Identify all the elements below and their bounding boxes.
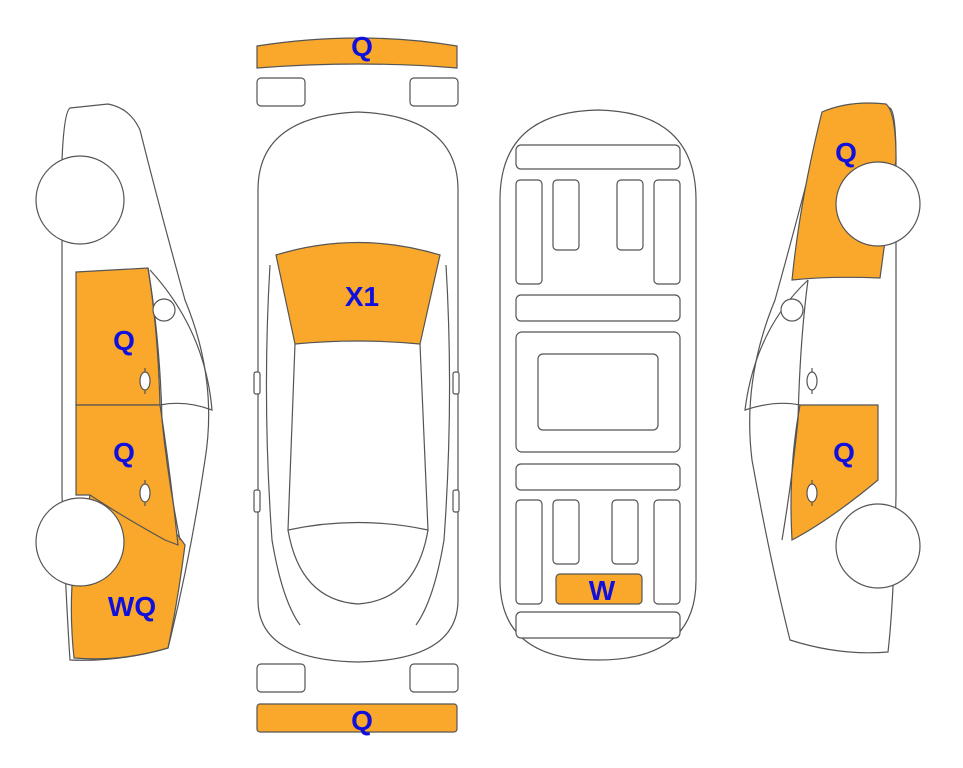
right-rear-quarter-label: Q xyxy=(835,137,857,168)
left-rear-door-label: Q xyxy=(113,437,135,468)
right-front-door-label: Q xyxy=(833,437,855,468)
top-body-outline xyxy=(257,111,459,663)
underbody-rear-crossmember xyxy=(515,611,681,639)
underbody-mid-bar-1 xyxy=(515,294,681,322)
top-view: Q X1 Q xyxy=(253,31,460,736)
left-mirror-icon xyxy=(152,298,176,322)
rear-bumper-label: Q xyxy=(351,705,373,736)
trunk-floor-label: W xyxy=(589,575,616,606)
left-side-view: Q Q WQ xyxy=(35,103,213,661)
underbody-part-5 xyxy=(515,499,543,605)
underbody-part-7 xyxy=(611,499,639,565)
top-right-rear-mirror xyxy=(452,489,460,513)
underbody-part-6 xyxy=(552,499,580,565)
rear-window-line xyxy=(287,529,429,605)
underbody-part-8 xyxy=(653,499,681,605)
underbody-front-crossmember xyxy=(515,144,681,170)
underbody-part-4 xyxy=(653,179,681,285)
top-right-mirror xyxy=(452,371,460,395)
right-front-door-panel xyxy=(790,404,879,541)
top-left-rear-mirror xyxy=(253,489,261,513)
rear-bumper-panel xyxy=(256,703,458,733)
left-front-wheel-icon xyxy=(35,155,125,245)
hood-panel xyxy=(275,241,441,345)
top-left-mirror xyxy=(253,371,261,395)
right-roof-line xyxy=(781,279,809,541)
left-rear-wheel-icon xyxy=(35,497,125,587)
underbody-view: W xyxy=(499,109,697,661)
underbody-part-1 xyxy=(515,179,543,285)
underbody-mid-bar-2 xyxy=(515,463,681,491)
left-front-door-handle-icon xyxy=(139,368,151,394)
right-rear-door-handle-icon xyxy=(806,368,818,394)
left-rear-quarter-label: WQ xyxy=(108,591,156,622)
left-window-line xyxy=(149,269,213,411)
left-rear-door-panel xyxy=(75,404,179,546)
front-bumper-panel xyxy=(256,37,458,69)
top-roof-outline xyxy=(287,343,429,531)
right-side-view: Q Q xyxy=(744,102,921,654)
front-right-light xyxy=(409,77,459,107)
front-bumper-label: Q xyxy=(351,31,373,62)
right-front-door-handle-icon xyxy=(806,480,818,506)
trunk-floor-panel xyxy=(555,573,643,605)
front-left-light xyxy=(256,77,306,107)
top-cabin-left-line xyxy=(265,264,301,626)
rear-left-light xyxy=(256,663,306,693)
right-rear-wheel-icon xyxy=(835,161,921,247)
left-front-door-label: Q xyxy=(113,325,135,356)
underbody-part-2 xyxy=(552,179,580,251)
left-rear-door-handle-icon xyxy=(139,480,151,506)
top-cabin-right-line xyxy=(415,264,451,626)
right-front-wheel-icon xyxy=(835,503,921,589)
right-mirror-icon xyxy=(780,298,804,322)
rear-right-light xyxy=(409,663,459,693)
hood-label: X1 xyxy=(345,281,379,312)
underbody-center-plate xyxy=(537,353,659,431)
underbody-part-3 xyxy=(616,179,644,251)
